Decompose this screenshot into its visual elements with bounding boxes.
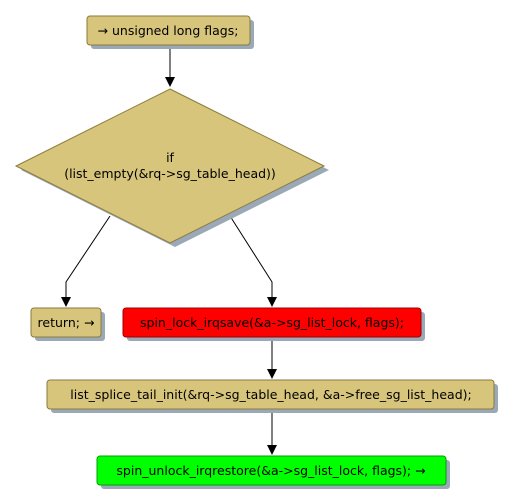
- node-start-label: → unsigned long flags;: [98, 23, 239, 38]
- node-decision: if (list_empty(&rq->sg_table_head)): [14, 88, 329, 247]
- node-return: return; →: [30, 307, 105, 341]
- node-lock: spin_lock_irqsave(&a->sg_list_lock, flag…: [122, 307, 425, 341]
- node-start-box: [86, 15, 251, 46]
- node-return-label: return; →: [38, 315, 95, 330]
- node-decision-line1: if: [166, 150, 174, 165]
- node-decision-diamond: [14, 88, 326, 244]
- node-splice-box: [46, 379, 495, 410]
- node-unlock-label: spin_unlock_irqrestore(&a->sg_list_lock,…: [116, 463, 425, 478]
- node-return-box: [30, 307, 102, 338]
- node-unlock-box: [96, 455, 447, 486]
- node-lock-label: spin_lock_irqsave(&a->sg_list_lock, flag…: [140, 315, 404, 330]
- node-splice: list_splice_tail_init(&rq->sg_table_head…: [46, 379, 498, 413]
- node-start: → unsigned long flags;: [86, 15, 254, 49]
- node-decision-line2: (list_empty(&rq->sg_table_head)): [64, 166, 276, 181]
- node-lock-box: [122, 307, 422, 338]
- node-splice-label: list_splice_tail_init(&rq->sg_table_head…: [70, 387, 471, 402]
- edges: [61, 46, 277, 455]
- edge-decision-to-return: [61, 215, 111, 307]
- node-unlock: spin_unlock_irqrestore(&a->sg_list_lock,…: [96, 455, 450, 489]
- edge-decision-to-lock: [229, 215, 277, 307]
